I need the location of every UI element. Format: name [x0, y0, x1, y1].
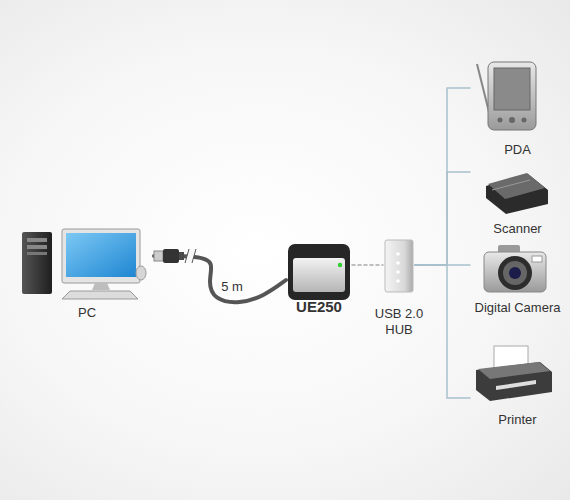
extender-panel [293, 258, 345, 292]
break-line [192, 249, 196, 263]
cable-break-mark [185, 249, 196, 263]
port-dot [396, 252, 400, 256]
pda-body [488, 62, 536, 130]
tower-case [22, 232, 52, 294]
device-link [415, 88, 470, 265]
hub-node: USB 2.0 HUB [383, 238, 415, 338]
node-label: UE250 [296, 298, 342, 316]
port-dot [396, 270, 400, 274]
printer-top [478, 362, 550, 379]
device-node: Printer [470, 340, 565, 428]
scanner-illustration [486, 173, 548, 214]
device-link [415, 265, 470, 398]
monitor-screen [66, 233, 136, 277]
label-stack: UE250 [279, 298, 359, 316]
pda-button [509, 117, 515, 123]
port-dot [396, 261, 400, 265]
extender-body [288, 244, 350, 300]
camera-lens-glass [509, 267, 521, 279]
drive-bay [27, 252, 47, 255]
pda-screen [494, 68, 530, 110]
pda-button [522, 118, 527, 123]
break-gap [185, 249, 196, 263]
camera-body [484, 252, 546, 292]
device-node: Digital Camera [470, 242, 565, 316]
usb-plug [154, 249, 184, 263]
monitor-stand [92, 283, 110, 290]
label-stack: PC [57, 305, 117, 321]
plug-body [163, 249, 179, 263]
printer-body [476, 362, 552, 401]
printer-tray [496, 380, 536, 390]
mouse [136, 266, 146, 280]
pda-illustration [477, 62, 536, 130]
camera-lens [498, 256, 532, 290]
hub-link [352, 264, 383, 266]
plug-strain-relief [179, 252, 184, 260]
scanner-body [486, 174, 548, 214]
plug-metal [154, 251, 163, 261]
camera-illustration [484, 245, 546, 292]
pda-button [498, 118, 503, 123]
keyboard [62, 291, 138, 299]
label-stack: USB 2.0 HUB [374, 306, 424, 338]
label-stack: Digital Camera [463, 300, 570, 316]
printer-illustration [476, 346, 552, 401]
scanner-highlight [492, 180, 530, 190]
device-node: PDA [470, 55, 565, 158]
extender-node: UE250 [286, 240, 352, 316]
status-led [338, 263, 342, 267]
drive-bay [27, 245, 47, 249]
device-link [415, 172, 470, 265]
drive-bay [27, 238, 47, 242]
computer-node: PC [20, 225, 154, 321]
node-label: PC [78, 305, 96, 321]
node-label: Digital Camera [475, 300, 561, 316]
cable-length-label: 5 m [212, 279, 252, 295]
node-label: USB 2.0 HUB [374, 306, 424, 338]
label-stack: Printer [463, 412, 570, 428]
scanner-lid [488, 173, 545, 199]
monitor-frame [62, 229, 140, 283]
break-line [185, 249, 189, 263]
label-stack: Scanner [463, 221, 570, 237]
label-stack: PDA [463, 142, 570, 158]
node-label: Printer [498, 412, 536, 428]
hub-illustration [385, 240, 413, 292]
hub-body [385, 240, 413, 292]
camera-flash [532, 256, 542, 262]
device-node: Scanner [470, 165, 565, 237]
node-label: PDA [504, 142, 531, 158]
camera-lens-ring [503, 261, 527, 285]
port-dot [396, 279, 400, 283]
node-label: Scanner [493, 221, 541, 237]
pc-illustration [22, 229, 146, 299]
extender-illustration [288, 244, 350, 300]
